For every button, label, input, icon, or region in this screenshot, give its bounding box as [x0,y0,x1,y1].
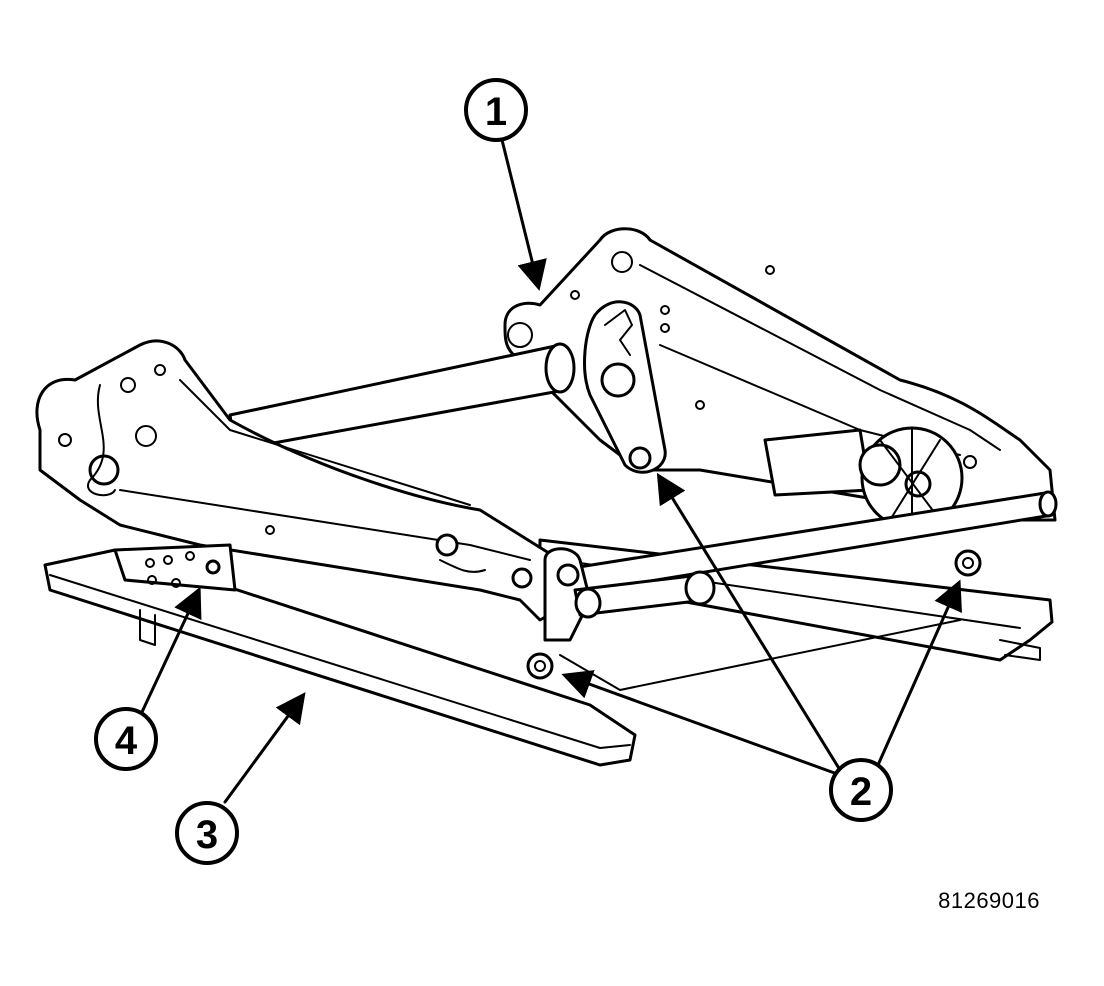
arrow-2c [876,579,962,767]
callout-4-label: 4 [115,719,138,763]
front-cross-tube [228,342,576,452]
arrow-1 [500,138,547,291]
arrow-4 [140,586,202,714]
callout-2-label: 2 [850,770,872,814]
arrow-3 [223,692,306,804]
callout-1: 1 [464,78,528,142]
pivot-link [583,300,667,474]
pivot-bolts [526,549,982,680]
leader-arrows [140,138,962,804]
callout-4: 4 [94,707,158,771]
arrow-2a [656,472,842,772]
adjuster-linkage [543,547,961,691]
figure-id: 81269016 [938,888,1040,913]
callout-1-label: 1 [485,90,507,134]
callout-2: 2 [829,758,893,822]
callout-3-label: 3 [196,813,218,857]
callout-3: 3 [175,801,239,865]
arrow-2b [561,670,842,777]
